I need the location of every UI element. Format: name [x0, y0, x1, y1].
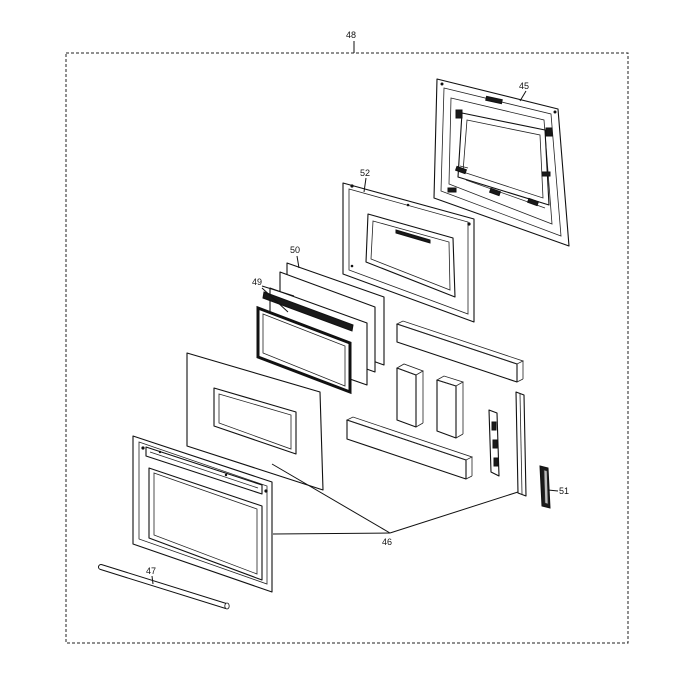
part-46-outer-glass: [186, 352, 324, 491]
label-47: 47: [146, 566, 156, 576]
assembly-boundary: [65, 52, 629, 644]
part-45-inner-door-frame: [433, 78, 570, 247]
label-45: 45: [519, 81, 529, 91]
part-52-door-liner: [342, 182, 475, 323]
label-51: 51: [559, 486, 569, 496]
label-48: 48: [346, 30, 356, 40]
part-47-handle: [98, 564, 230, 610]
label-49: 49: [252, 277, 262, 287]
label-50: 50: [290, 245, 300, 255]
insulation-blocks: [345, 320, 525, 480]
label-46: 46: [382, 537, 392, 547]
side-trims: [488, 391, 527, 497]
part-51-hinge: [539, 465, 551, 509]
label-52: 52: [360, 168, 370, 178]
part-49-glass-gasket: [256, 287, 368, 395]
part-46-outer-door-panel: [132, 435, 273, 593]
